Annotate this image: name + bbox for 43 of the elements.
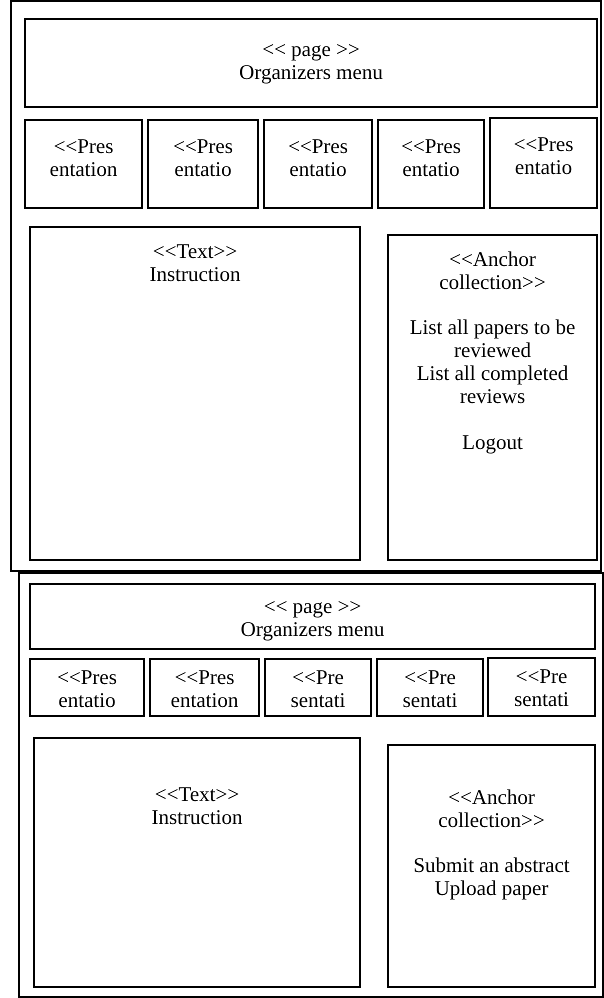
stereotype-label: <<Text>> xyxy=(152,240,238,264)
presentation-unit-box xyxy=(489,117,598,209)
node-text: Upload paper xyxy=(434,877,548,900)
stereotype-label: <<Text>> xyxy=(154,783,240,806)
stereotype-label: << page >> xyxy=(264,595,362,618)
page-frame xyxy=(18,572,604,998)
presentation-unit-box xyxy=(24,119,143,209)
node-text: Logout xyxy=(462,430,523,454)
presentation-unit-box xyxy=(376,658,484,717)
stereotype-label: <<Pres entatio xyxy=(56,666,118,712)
presentation-unit-box xyxy=(263,119,373,209)
stereotype-label: << page >> xyxy=(262,38,360,62)
anchor-collection-box xyxy=(387,744,596,988)
stereotype-label: <<Pres entatio xyxy=(512,133,574,180)
node-text: List all papers to be reviewed xyxy=(408,316,576,362)
presentation-unit-box xyxy=(147,119,259,209)
presentation-unit-box xyxy=(149,658,260,717)
presentation-unit-box xyxy=(264,658,372,717)
text-box xyxy=(33,737,361,988)
page-frame xyxy=(10,0,602,572)
stereotype-label: <<Pre sentati xyxy=(513,665,570,712)
stereotype-label: <<Pre sentati xyxy=(290,666,346,712)
node-text: Organizers menu xyxy=(240,618,384,642)
stereotype-label: <<Pre sentati xyxy=(402,666,458,712)
presentation-unit-box xyxy=(29,658,145,717)
stereotype-label: <<Pres entatio xyxy=(400,135,462,182)
stereotype-label: <<Anchor collection>> xyxy=(437,786,546,832)
page-box xyxy=(24,18,598,108)
node-text: Instruction xyxy=(152,806,242,830)
node-text: Instruction xyxy=(150,263,240,286)
text-box xyxy=(29,226,361,561)
stereotype-label: <<Pres entation xyxy=(48,135,118,182)
presentation-unit-box xyxy=(487,657,596,717)
node-text: Organizers menu xyxy=(239,61,383,84)
presentation-unit-box xyxy=(377,119,485,209)
anchor-collection-box xyxy=(387,234,598,561)
stereotype-label: <<Pres entation xyxy=(170,666,240,712)
node-text: Submit an abstract xyxy=(413,854,570,878)
stereotype-label: <<Pres entatio xyxy=(287,135,349,182)
node-text: List all completed reviews xyxy=(416,362,570,409)
stereotype-label: <<Pres entatio xyxy=(172,135,234,182)
page-box xyxy=(29,583,596,650)
stereotype-label: <<Anchor collection>> xyxy=(438,248,547,294)
